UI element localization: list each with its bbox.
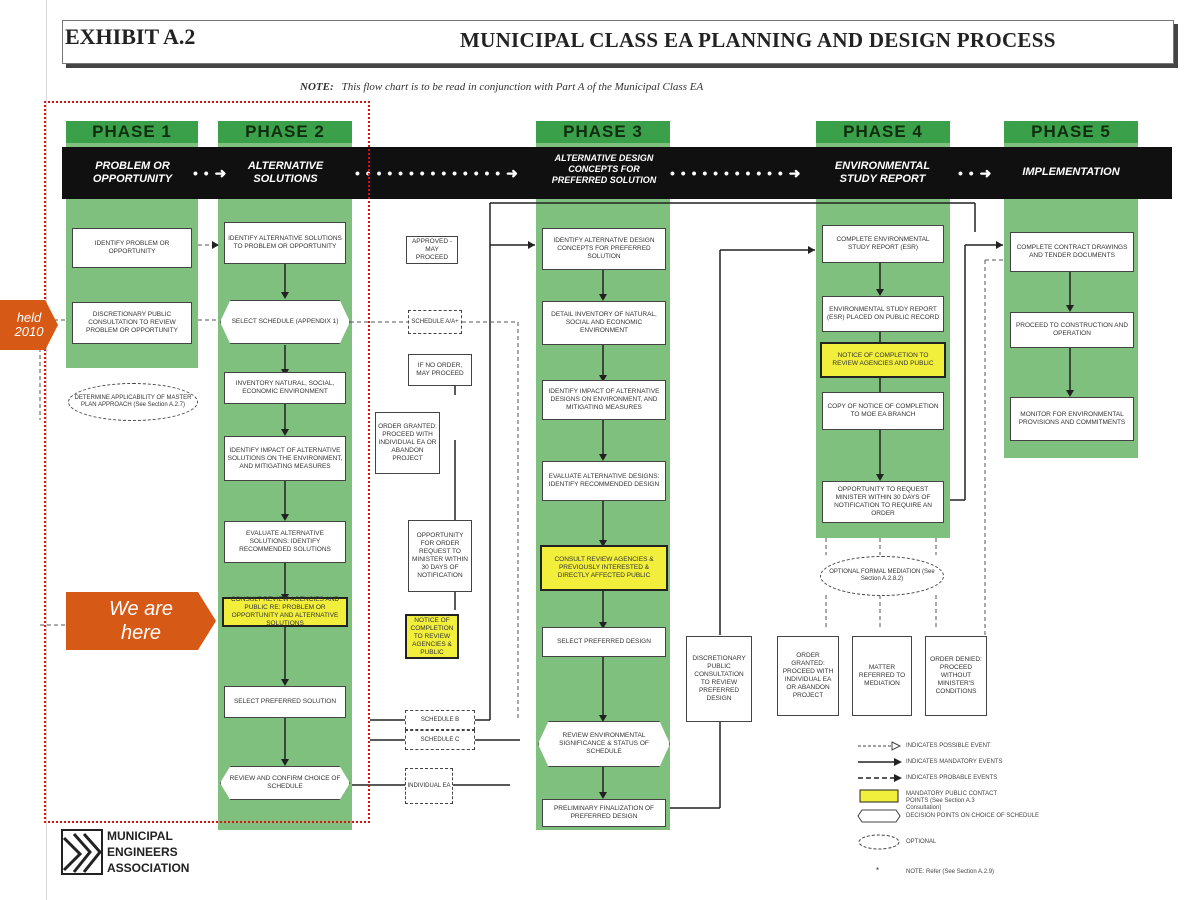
phase-5-header: PHASE 5 (1004, 118, 1138, 143)
flow-box: OPPORTUNITY TO REQUEST MINISTER WITHIN 3… (822, 481, 944, 523)
legend-item: INDICATES MANDATORY EVENTS (906, 759, 1003, 765)
decision-hexagon: REVIEW ENVIRONMENTAL SIGNIFICANCE & STAT… (538, 721, 670, 767)
phase-band (62, 147, 1172, 199)
flow-box: IDENTIFY ALTERNATIVE DESIGN CONCEPTS FOR… (542, 228, 666, 270)
flow-box: MATTER REFERRED TO MEDIATION (852, 636, 912, 716)
legend-symbols: * (857, 741, 902, 875)
mea-logo-icon (61, 829, 103, 875)
logo-line: ASSOCIATION (107, 861, 190, 875)
we-are-here-text: We are (108, 598, 174, 620)
decision-hexagon: SELECT SCHEDULE (APPENDIX 1) (220, 300, 350, 344)
mea-logo-text: MUNICIPAL ENGINEERS ASSOCIATION (107, 828, 189, 876)
phase-3-subtitle-line: PREFERRED SOLUTION (551, 175, 657, 185)
flow-box: ENVIRONMENTAL STUDY REPORT (ESR) PLACED … (822, 296, 944, 332)
flow-box: ORDER GRANTED: PROCEED WITH INDIVIDUAL E… (777, 636, 839, 716)
flow-box: APPROVED - MAY PROCEED (406, 236, 458, 264)
flow-box: INVENTORY NATURAL, SOCIAL, ECONOMIC ENVI… (224, 372, 346, 404)
legend-item: NOTE: Refer (See Section A.2.9) (906, 869, 995, 875)
flow-box: ORDER DENIED: PROCEED WITHOUT MINISTER'S… (925, 636, 987, 716)
flow-box: DISCRETIONARY PUBLIC CONSULTATION TO REV… (686, 636, 752, 722)
phase-3-subtitle-line: ALTERNATIVE DESIGN (554, 153, 654, 163)
flow-box: COPY OF NOTICE OF COMPLETION TO MOE EA B… (822, 392, 944, 430)
flow-box: OPPORTUNITY FOR ORDER REQUEST TO MINISTE… (408, 520, 472, 592)
flow-box: PROCEED TO CONSTRUCTION AND OPERATION (1010, 312, 1134, 348)
logo-line: MUNICIPAL (107, 829, 173, 843)
phase-1-subtitle-line: PROBLEM OR (95, 160, 170, 172)
flow-box: DISCRETIONARY PUBLIC CONSULTATION TO REV… (72, 302, 192, 344)
phase-4-subtitle-line: STUDY REPORT (839, 173, 926, 185)
held-callout: held 2010 (0, 300, 58, 350)
phase-3-subtitle-line: CONCEPTS FOR (568, 164, 640, 174)
phase-4-header: PHASE 4 (816, 118, 950, 143)
note-text: This flow chart is to be read in conjunc… (341, 81, 704, 93)
optional-ellipse: OPTIONAL FORMAL MEDIATION (See Section A… (820, 556, 944, 596)
optional-ellipse: DETERMINE APPLICABILITY OF MASTER PLAN A… (68, 383, 198, 421)
legend-item: MANDATORY PUBLIC CONTACT POINTS (See Sec… (906, 791, 998, 811)
band-arrow: • • • • • • • • • • • • • • ➜ (355, 165, 519, 181)
schedule-box: SCHEDULE A/A+ (408, 310, 462, 334)
legend-item: DECISION POINTS ON CHOICE OF SCHEDULE (906, 813, 1040, 819)
flow-box: EVALUATE ALTERNATIVE SOLUTIONS: IDENTIFY… (224, 521, 346, 563)
flow-box: DETAIL INVENTORY OF NATURAL, SOCIAL AND … (542, 301, 666, 345)
phase-3-header: PHASE 3 (536, 118, 670, 143)
flow-box: SELECT PREFERRED DESIGN (542, 627, 666, 657)
flow-box: IDENTIFY PROBLEM OR OPPORTUNITY (72, 228, 192, 268)
phase-5-subtitle: IMPLEMENTATION (1022, 166, 1120, 178)
phase-4-subtitle-line: ENVIRONMENTAL (834, 160, 931, 172)
mandatory-contact-box: NOTICE OF COMPLETION TO REVIEW AGENCIES … (820, 342, 946, 378)
schedule-box: SCHEDULE C (405, 730, 475, 750)
legend-item: OPTIONAL (906, 839, 937, 845)
held-callout-text: held (16, 310, 42, 325)
held-callout-year: 2010 (14, 324, 44, 339)
title-box (62, 20, 1174, 64)
legend-item: INDICATES PROBABLE EVENTS (906, 775, 998, 781)
mandatory-contact-box: CONSULT REVIEW AGENCIES AND PUBLIC RE: P… (222, 596, 348, 627)
flow-box: IDENTIFY ALTERNATIVE SOLUTIONS TO PROBLE… (224, 222, 346, 264)
flow-box: COMPLETE CONTRACT DRAWINGS AND TENDER DO… (1010, 232, 1134, 272)
svg-text:*: * (876, 866, 879, 875)
we-are-here-text: here (120, 622, 162, 644)
exhibit-label: EXHIBIT A.2 (65, 24, 196, 49)
flow-box: MONITOR FOR ENVIRONMENTAL PROVISIONS AND… (1010, 397, 1134, 441)
band-arrow: • • ➜ (193, 165, 228, 181)
flow-box: IDENTIFY IMPACT OF ALTERNATIVE SOLUTIONS… (224, 436, 346, 481)
phase-1-header: PHASE 1 (66, 118, 198, 143)
page-title: MUNICIPAL CLASS EA PLANNING AND DESIGN P… (460, 28, 1056, 52)
phase-1-subtitle-line: OPPORTUNITY (92, 173, 173, 185)
note: NOTE: This flow chart is to be read in co… (300, 81, 703, 93)
mandatory-contact-box: CONSULT REVIEW AGENCIES & PREVIOUSLY INT… (540, 545, 668, 591)
decision-hexagon: REVIEW AND CONFIRM CHOICE OF SCHEDULE (220, 766, 350, 800)
schedule-box: SCHEDULE B (405, 710, 475, 730)
phase-2-subtitle-line: ALTERNATIVE (247, 160, 324, 172)
flow-box: ORDER GRANTED: PROCEED WITH INDIVIDUAL E… (375, 412, 440, 474)
band-arrow: • • ➜ (958, 165, 993, 181)
band-arrow: • • • • • • • • • • • ➜ (670, 165, 802, 181)
phase-2-subtitle-line: SOLUTIONS (253, 173, 318, 185)
note-label: NOTE: (300, 81, 334, 93)
flow-box: PRELIMINARY FINALIZATION OF PREFERRED DE… (542, 799, 666, 827)
phase-2-header: PHASE 2 (218, 118, 352, 143)
flow-box: EVALUATE ALTERNATIVE DESIGNS: IDENTIFY R… (542, 461, 666, 501)
flow-box: SELECT PREFERRED SOLUTION (224, 686, 346, 718)
highlight-frame (44, 101, 370, 823)
logo-line: ENGINEERS (107, 845, 178, 859)
schedule-box: INDIVIDUAL EA (405, 768, 453, 804)
flow-box: IF NO ORDER, MAY PROCEED (408, 354, 472, 386)
flow-box: COMPLETE ENVIRONMENTAL STUDY REPORT (ESR… (822, 225, 944, 263)
flow-box: IDENTIFY IMPACT OF ALTERNATIVE DESIGNS O… (542, 380, 666, 420)
legend-item: INDICATES POSSIBLE EVENT (906, 743, 991, 749)
mandatory-contact-box: NOTICE OF COMPLETION TO REVIEW AGENCIES … (405, 614, 459, 659)
we-are-here-callout: We are here (66, 592, 216, 650)
